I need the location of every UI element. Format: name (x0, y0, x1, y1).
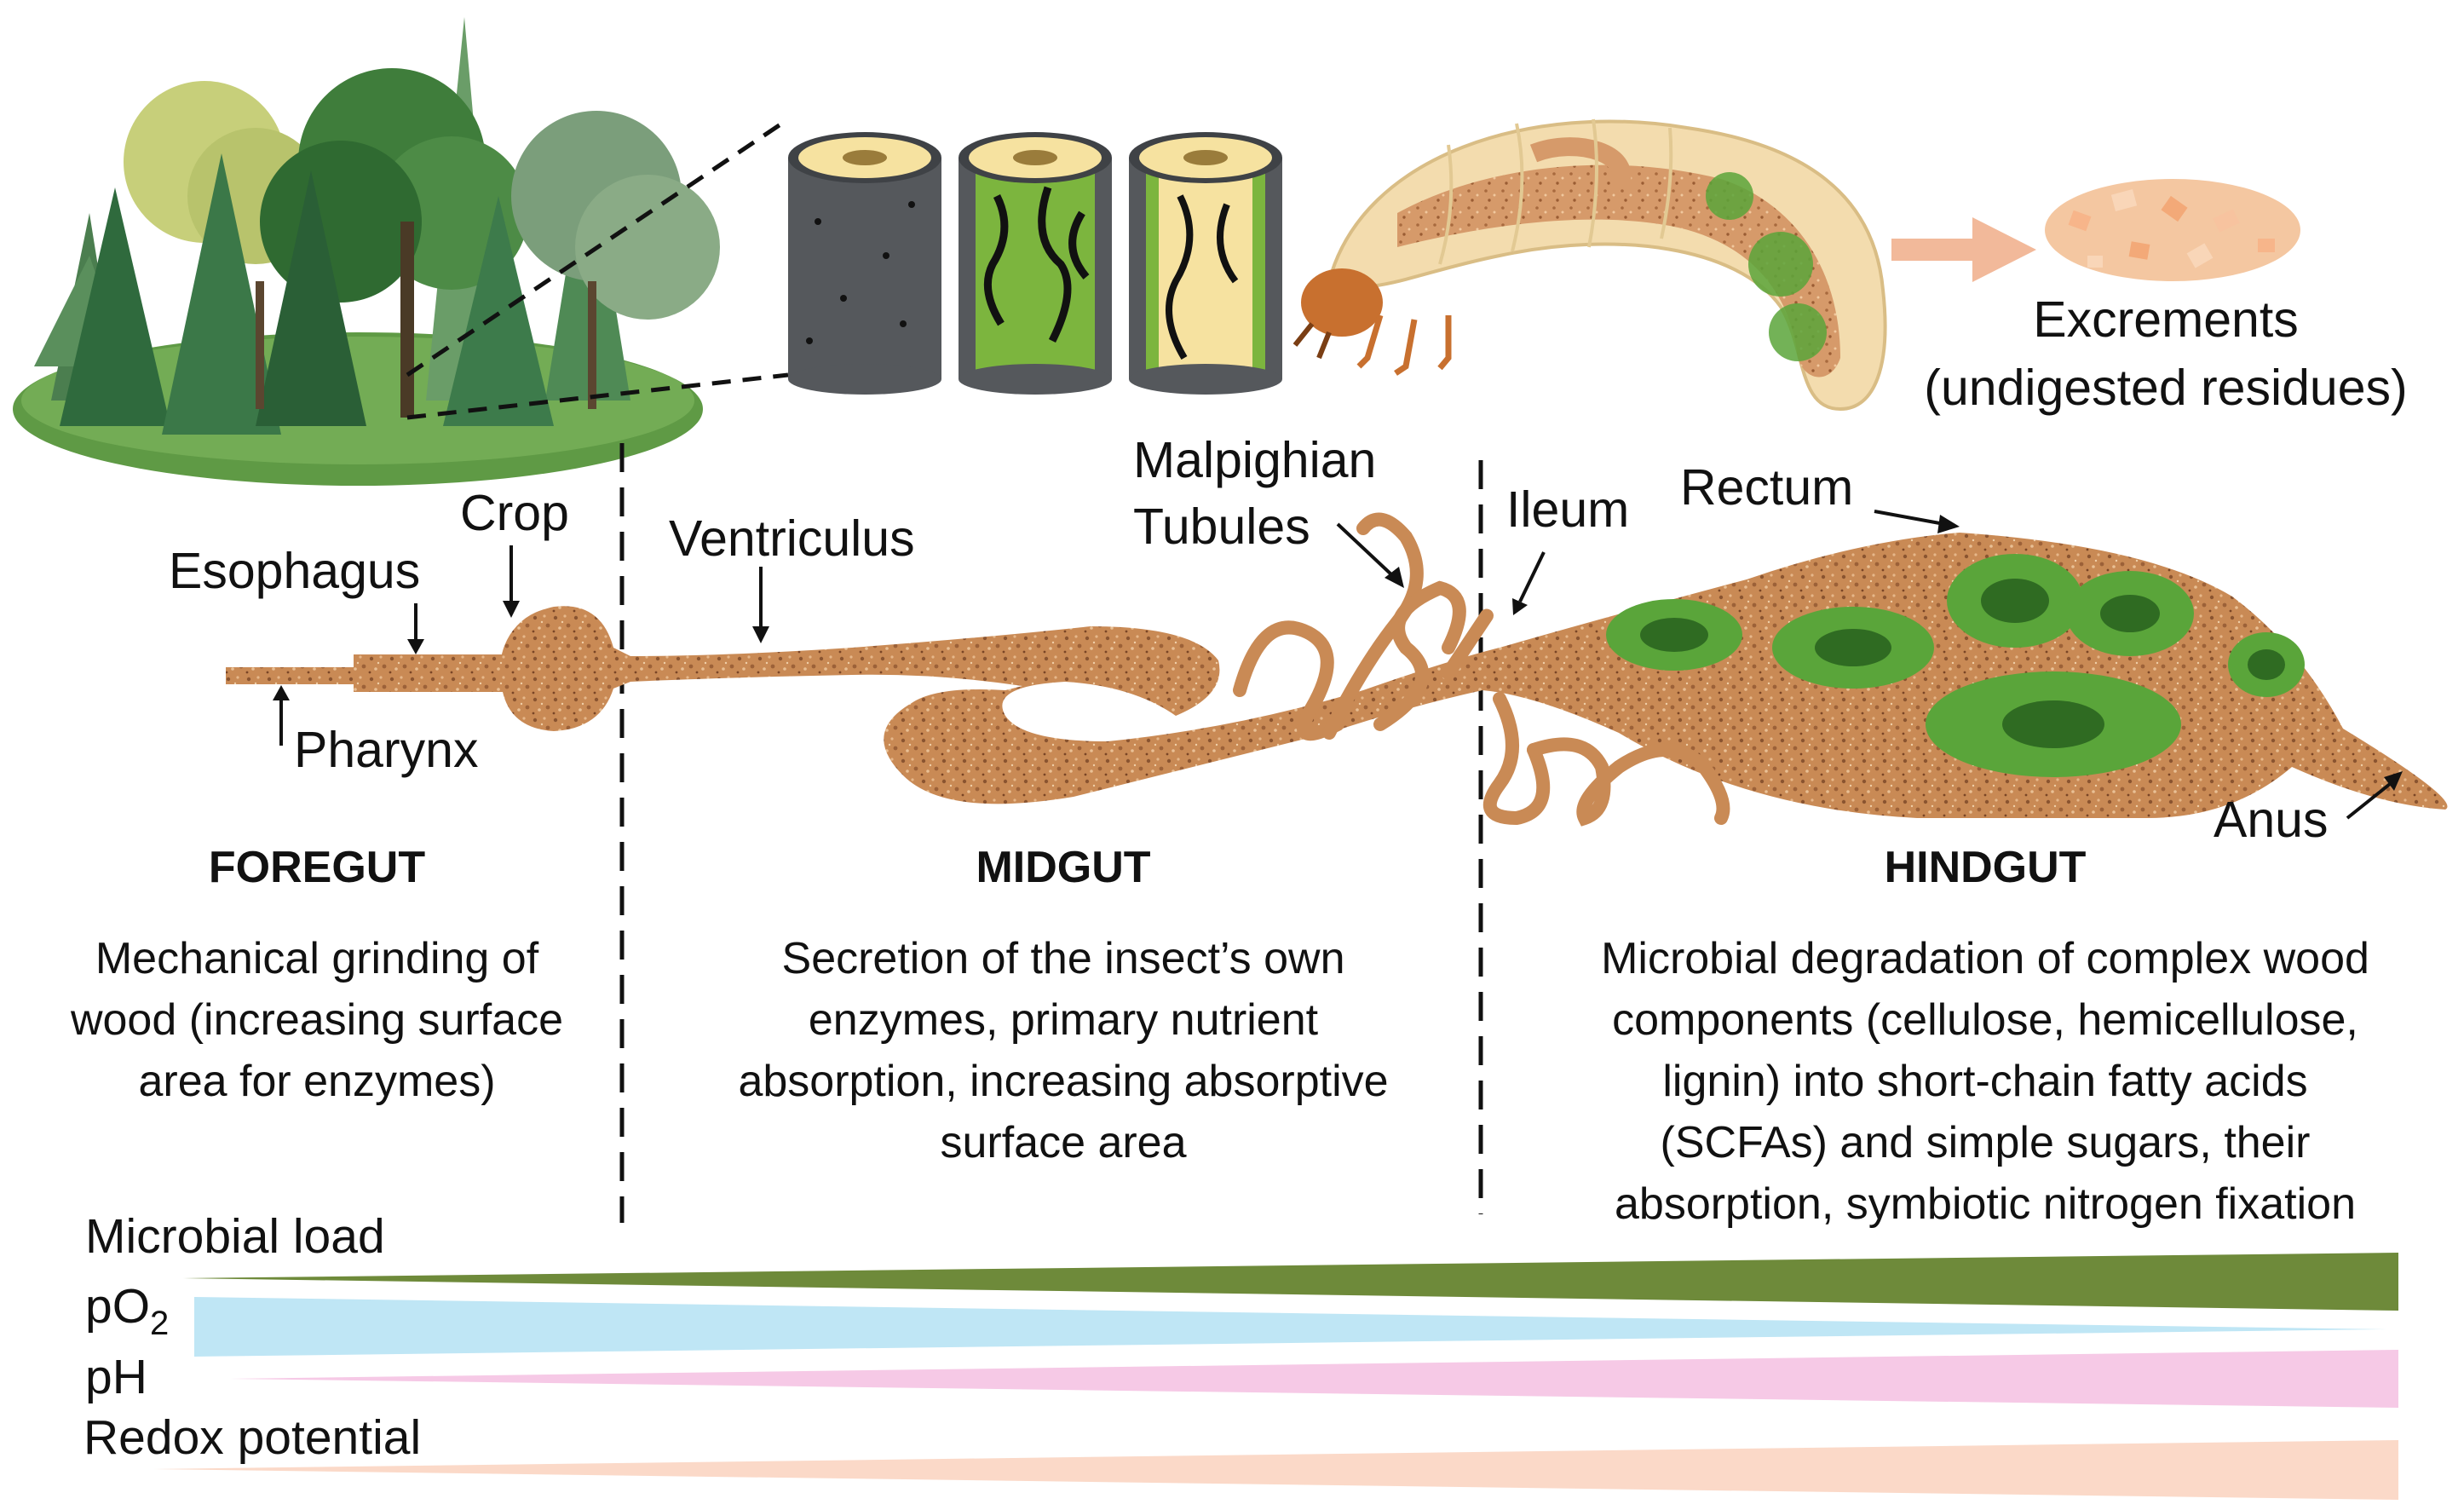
ileum-label: Ileum (1506, 481, 1629, 538)
label-arrows (273, 510, 2403, 820)
hindgut-desc-line: Microbial degradation of complex wood (1601, 934, 2369, 983)
foregut-desc-line: area for enzymes) (138, 1057, 495, 1106)
malpighian-tubules (1233, 512, 1730, 827)
malpighian-label-line2: Tubules (1133, 499, 1310, 555)
malpighian-label-line1: Malpighian (1133, 432, 1376, 488)
midgut-title: MIDGUT (976, 843, 1150, 892)
midgut-desc-line: absorption, increasing absorptive (738, 1057, 1388, 1106)
microbial-load-label: Microbial load (85, 1209, 385, 1264)
zoom-line (406, 372, 789, 420)
gut-tract (226, 512, 2448, 827)
larva-icon (1292, 118, 1887, 412)
hindgut-title: HINDGUT (1885, 843, 2087, 892)
ph-wedge (230, 1350, 2398, 1408)
excrements-sub-label: (undigested residues) (1924, 360, 2407, 416)
excrements-label: Excrements (2033, 291, 2298, 348)
rectum-label: Rectum (1680, 459, 1853, 516)
foregut-title: FOREGUT (209, 843, 425, 892)
crop-label: Crop (460, 485, 569, 541)
arrow-right-icon (1891, 217, 2036, 282)
midgut-description: Secretion of the insect’s own enzymes, p… (738, 934, 1388, 1167)
midgut-desc-line: enzymes, primary nutrient (809, 995, 1319, 1045)
ventriculus-label: Ventriculus (669, 510, 915, 567)
midgut-desc-line: Secretion of the insect’s own (782, 934, 1345, 983)
wood-cylinder-icon (788, 132, 1282, 395)
microbe-colonies (1606, 554, 2305, 777)
midgut-desc-line: surface area (940, 1118, 1186, 1167)
forest-icon (13, 17, 720, 486)
po2-label: pO2 (85, 1279, 169, 1342)
po2-wedge (194, 1297, 2386, 1357)
zoom-line (406, 117, 790, 378)
redox-potential-wedge (153, 1440, 2398, 1500)
foregut-desc-line: wood (increasing surface (70, 995, 563, 1045)
redox-potential-label: Redox potential (83, 1410, 421, 1465)
hindgut-desc-line: lignin) into short-chain fatty acids (1662, 1057, 2307, 1106)
esophagus-label: Esophagus (169, 543, 420, 599)
ph-label: pH (85, 1350, 147, 1404)
pharynx-label: Pharynx (294, 722, 478, 778)
hindgut-desc-line: components (cellulose, hemicellulose, (1612, 995, 2358, 1045)
frass-icon (2045, 179, 2300, 281)
microbial-load-wedge (183, 1253, 2398, 1311)
foregut-desc-line: Mechanical grinding of (95, 934, 539, 983)
foregut-description: Mechanical grinding of wood (increasing … (70, 934, 563, 1106)
hindgut-desc-line: absorption, symbiotic nitrogen fixation (1615, 1179, 2356, 1229)
hindgut-desc-line: (SCFAs) and simple sugars, their (1661, 1118, 2311, 1167)
anus-label: Anus (2214, 792, 2328, 848)
hindgut-description: Microbial degradation of complex wood co… (1601, 934, 2369, 1229)
